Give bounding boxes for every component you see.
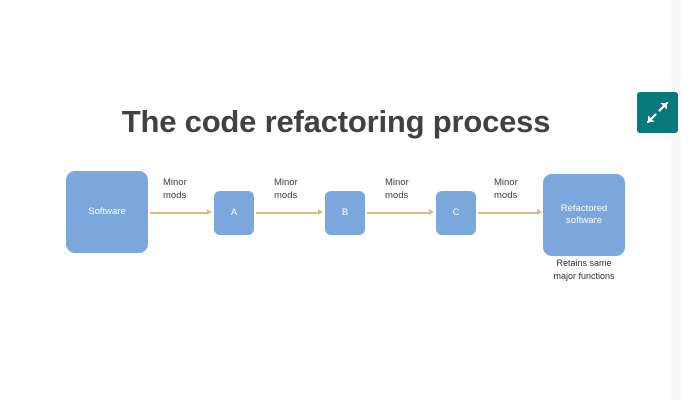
arrow-label-4: Minor mods	[494, 177, 518, 201]
page-title: The code refactoring process	[121, 104, 551, 139]
expand-arrows-icon	[647, 102, 668, 123]
node-label: A	[230, 207, 238, 219]
diagram-node-c[interactable]: C	[436, 191, 476, 235]
arrow-label-2: Minor mods	[274, 177, 298, 201]
diagram-arrow-3	[367, 207, 434, 219]
node-label: Software	[88, 206, 126, 218]
diagram-node-software[interactable]: Software	[66, 171, 148, 253]
node-label: C	[452, 207, 460, 219]
diagram-caption-retains-functions: Retains same major functions	[553, 258, 615, 281]
diagram-arrow-2	[256, 207, 323, 219]
diagram-arrow-1	[150, 207, 212, 219]
arrow-head-icon	[429, 209, 434, 215]
arrow-head-icon	[207, 209, 212, 215]
vertical-scrollbar-track[interactable]	[671, 0, 681, 400]
node-label: Refactored software	[560, 203, 608, 226]
page-right-margin	[681, 0, 700, 400]
diagram-node-a[interactable]: A	[214, 191, 254, 235]
arrow-shaft	[256, 212, 318, 214]
arrow-shaft	[367, 212, 429, 214]
diagram-node-refactored-software[interactable]: Refactored software	[543, 174, 625, 256]
arrow-shaft	[150, 212, 207, 214]
node-label: B	[341, 207, 349, 219]
arrow-label-1: Minor mods	[163, 177, 187, 201]
arrow-head-icon	[537, 209, 542, 215]
arrow-label-3: Minor mods	[385, 177, 409, 201]
arrow-head-icon	[318, 209, 323, 215]
diagram-node-b[interactable]: B	[325, 191, 365, 235]
diagram-arrow-4	[478, 207, 542, 219]
arrow-shaft	[478, 212, 537, 214]
expand-fullscreen-button[interactable]	[637, 92, 678, 133]
